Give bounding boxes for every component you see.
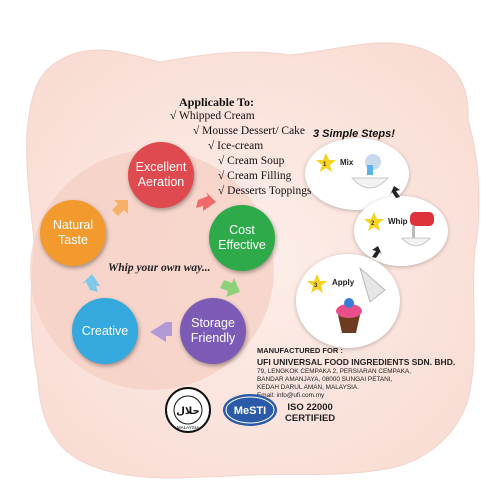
applicable-item: √ Ice-cream [208,140,264,152]
cycle-node-natural-taste: Natural Taste [40,200,106,266]
arrow-icon [150,322,172,342]
step-label: Apply [332,278,355,287]
mesti-text: MeSTI [234,405,266,417]
star-icon [307,274,327,293]
step-2-card [354,196,448,266]
cupcake-icon [338,315,360,333]
arrow-icon [112,200,128,216]
iso-line1: ISO 22000 [287,402,333,413]
cycle-node-cost-effective: Cost Effective [209,205,275,271]
manufacturer-email: Email: info@ufi.com.my [257,392,325,399]
halal-text: حلال [176,406,199,417]
milk-carton-icon [367,165,373,175]
applicable-item: √ Whipped Cream [170,110,255,122]
mixer-icon [410,212,434,226]
cycle-node-creative: Creative [72,298,138,364]
halal-ring-text: MALAYSIA [177,425,199,430]
star-icon [316,153,336,172]
step-label: Mix [340,158,354,167]
manufacturer-address: KEDAH DARUL AMAN, MALAYSIA. [257,384,359,391]
halal-logo-icon: حلال MALAYSIA [165,387,211,433]
step-number: 2 [371,221,375,227]
step-number: 3 [314,283,318,289]
cycle-center-text: Whip your own way... [108,262,211,274]
arrow-icon [220,278,240,297]
arrow-icon [196,192,216,211]
piping-bag-icon [359,266,386,303]
step-arrow-icon [390,186,400,198]
step-arrow-icon [372,246,382,258]
applicable-item: √ Cream Soup [218,155,285,167]
applicable-item: √ Mousse Dessert/ Cake [193,125,306,137]
applicable-item: √ Cream Filling [218,170,292,182]
arrow-icon [82,274,100,292]
applicable-title: Applicable To: [179,95,255,109]
iso-certification: ISO 22000 CERTIFIED [285,402,335,424]
star-icon [364,212,384,231]
bowl-icon [351,177,389,189]
mesti-logo-icon: MeSTI [223,394,277,426]
applicable-item: √ Desserts Toppings [218,185,312,197]
steps-title: 3 Simple Steps! [313,128,395,140]
manufacturer-address: BANDAR AMANJAYA, 08000 SUNGAI PETANI, [257,376,393,383]
manufacturer-company: UFI UNIVERSAL FOOD INGREDIENTS SDN. BHD. [257,357,456,367]
manufacturer-address: 79, LENGKOK CEMPAKA 2, PERSIARAN CEMPAKA… [257,368,411,375]
step-number: 1 [323,162,327,168]
cycle-node-excellent-aeration: Excellent Aeration [128,142,194,208]
cycle-node-storage-friendly: Storage Friendly [180,298,246,364]
step-label: Whip [388,217,408,226]
iso-line2: CERTIFIED [285,413,336,424]
manufacturer-label: MANUFACTURED FOR : [257,346,343,355]
